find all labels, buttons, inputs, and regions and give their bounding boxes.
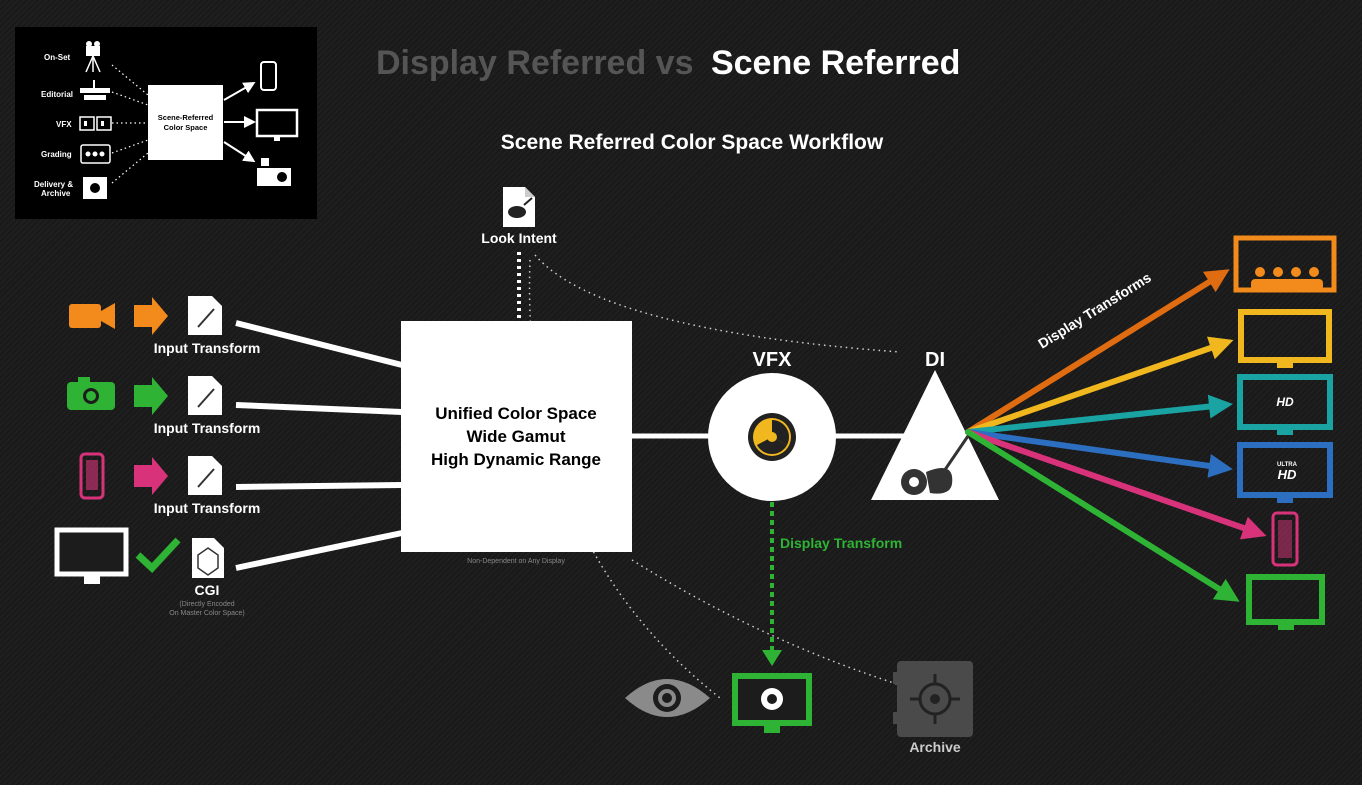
di-label: DI [925, 349, 945, 371]
dotted-curves [528, 254, 901, 699]
subtitle: Scene Referred Color Space Workflow [501, 131, 884, 154]
ray-to-green-monitor [965, 429, 1240, 602]
green-monitor-icon [1246, 574, 1325, 630]
ray-to-uhd-monitor [965, 429, 1233, 478]
ray-to-yellow-monitor [965, 336, 1234, 435]
inset-label-editorial: Editorial [41, 90, 73, 99]
phone-icon [260, 61, 277, 91]
color-space-line2: Wide Gamut [466, 427, 565, 446]
eye-icon [625, 679, 710, 717]
inset-label-onset: On-Set [44, 53, 71, 62]
video-camera-icon [69, 303, 115, 329]
look-intent-label: Look Intent [481, 230, 557, 246]
archive-label: Archive [909, 739, 961, 755]
input-transform-label-1: Input Transform [154, 340, 261, 356]
input-connectors [235, 320, 403, 571]
inset-label-grading: Grading [41, 150, 72, 159]
output-phone-icon [1271, 511, 1299, 567]
uhd-ultra-badge: ULTRA [1277, 462, 1298, 468]
archive-vault-icon [893, 661, 973, 737]
vfx-label: VFX [753, 349, 793, 371]
grading-panel-icon [80, 144, 111, 164]
checkmark-icon [135, 537, 181, 573]
display-transform-label: Display Transform [780, 535, 902, 551]
display-transform-rays [965, 269, 1267, 602]
ray-to-phone [965, 429, 1267, 540]
hd-badge: HD [1276, 395, 1294, 409]
editorial-icon [80, 80, 110, 100]
inset-label-vfx: VFX [56, 120, 72, 129]
color-space-to-archive-curve [631, 559, 901, 686]
vault-icon [83, 177, 107, 199]
projector-icon [257, 158, 291, 186]
input-transform-label-2: Input Transform [154, 420, 261, 436]
smartphone-icon [79, 452, 105, 500]
color-space-note: Non-Dependent on Any Display [467, 558, 565, 565]
nuke-logo-icon [748, 413, 796, 461]
inset-box-line1: Scene-Referred [158, 113, 214, 122]
di-triangle [871, 370, 999, 500]
ray-to-cinema [965, 269, 1230, 435]
color-space-line1: Unified Color Space [435, 404, 597, 423]
magenta-arrow-icon [134, 457, 168, 495]
cgi-monitor-icon [54, 527, 129, 584]
input-transform-doc-icon-1 [188, 296, 222, 335]
inset-color-space-box [148, 85, 223, 160]
display-transform-arrowhead [762, 650, 782, 666]
input-transform-doc-icon-2 [188, 376, 222, 415]
inset-label-archive: Archive [41, 189, 71, 198]
green-arrow-icon [134, 377, 168, 415]
inset-panel: On-Set Editorial VFX Grading Delivery & … [15, 27, 317, 219]
inset-dotted-links [111, 64, 149, 184]
inset-label-delivery: Delivery & [34, 180, 73, 189]
grading-monitor-icon [732, 673, 812, 733]
camera-rig-icon [85, 41, 101, 73]
page-title: Display Referred vs Scene Referred [376, 44, 960, 82]
orange-arrow-icon [134, 297, 168, 335]
cgi-note-line1: (Directly Encoded [179, 601, 234, 608]
uhd-monitor-icon: ULTRA HD [1237, 442, 1333, 503]
monitor-icon [255, 108, 299, 141]
look-intent-document-icon [503, 187, 535, 227]
hd-monitor-icon: HD [1237, 374, 1333, 435]
display-transforms-label: Display Transforms [1035, 269, 1154, 352]
cgi-label: CGI [195, 582, 220, 598]
yellow-monitor-icon [1238, 309, 1332, 368]
color-space-line3: High Dynamic Range [431, 450, 601, 469]
uhd-badge: HD [1278, 467, 1297, 482]
input-transform-doc-icon-3 [188, 456, 222, 495]
palette-gear-icon [901, 435, 970, 495]
cgi-doc-icon [192, 538, 224, 578]
inset-box-line2: Color Space [164, 123, 208, 132]
unified-color-space-box [401, 321, 632, 552]
ray-to-hd-monitor [965, 394, 1233, 435]
look-intent-to-di-curve [534, 254, 901, 353]
vfx-icon [79, 116, 112, 131]
cgi-note-line2: On Master Color Space) [169, 610, 244, 617]
inset-output-arrows [223, 82, 256, 163]
photo-camera-icon [67, 377, 115, 410]
title-scene-referred: Scene Referred [711, 44, 960, 82]
cinema-screen-icon [1233, 235, 1337, 293]
title-display-referred: Display Referred vs [376, 44, 694, 82]
input-transform-label-3: Input Transform [154, 500, 261, 516]
